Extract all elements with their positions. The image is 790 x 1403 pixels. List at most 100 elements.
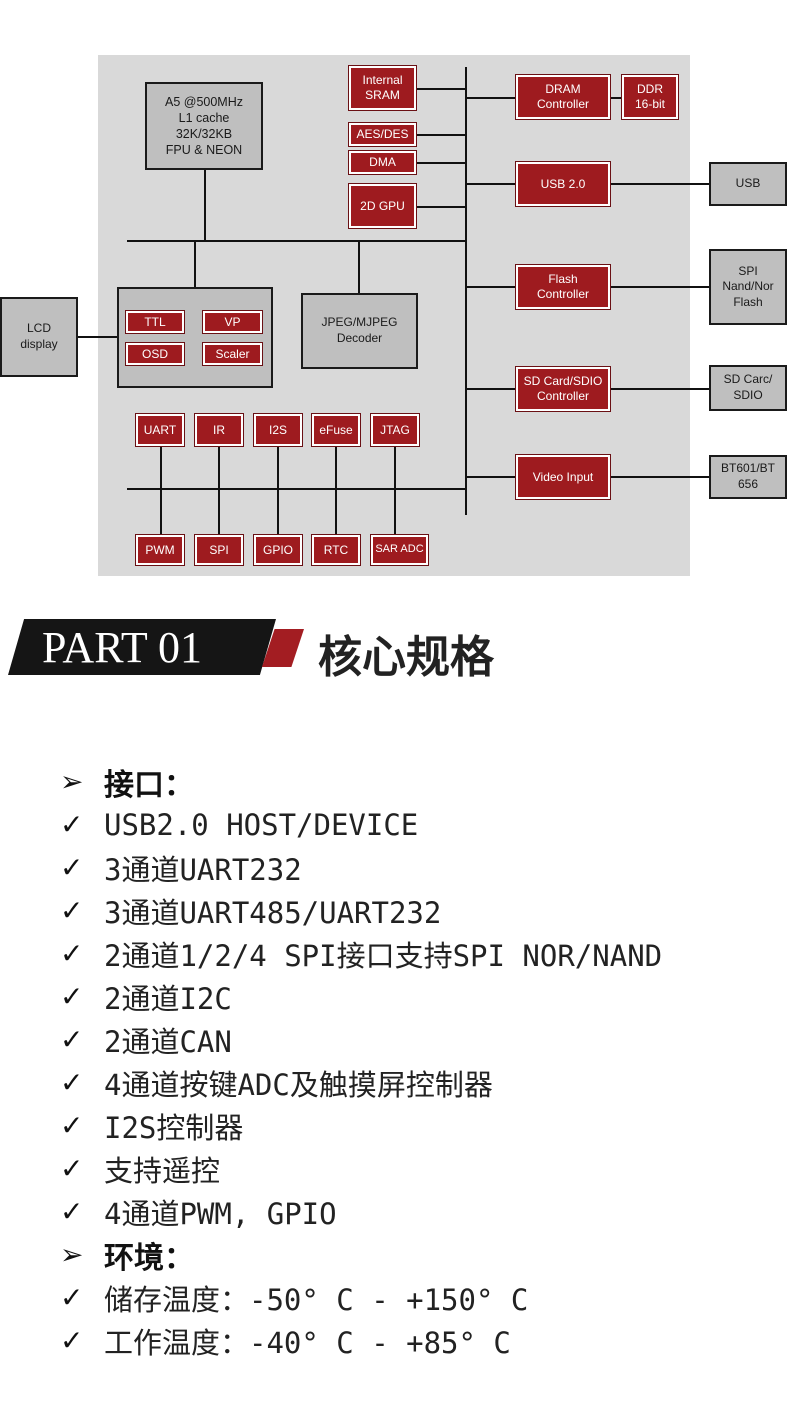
- efuse-label: eFuse: [319, 422, 353, 437]
- lcd-link: [78, 336, 118, 338]
- vp-block: VP: [202, 310, 263, 334]
- gpio-block: GPIO: [253, 534, 303, 566]
- spec-item-text: USB2.0 HOST/DEVICE: [104, 807, 419, 842]
- list-item: ✓2通道1/2/4 SPI接口支持SPI NOR/NAND: [60, 932, 780, 975]
- scaler-block: Scaler: [202, 342, 263, 366]
- checkmark-icon: ✓: [60, 1195, 84, 1228]
- main-horizontal-bus: [127, 240, 467, 242]
- pwm-block: PWM: [135, 534, 185, 566]
- lcd-display-label: LCD: [26, 321, 51, 336]
- environment-heading: 环境：: [104, 1240, 194, 1276]
- gpu-2d-block: 2D GPU: [348, 183, 417, 229]
- jtag-label: JTAG: [380, 422, 410, 437]
- checkmark-icon: ✓: [60, 1066, 84, 1099]
- spec-item-text: 2通道I2C: [104, 981, 232, 1016]
- ir-block: IR: [194, 413, 244, 447]
- sd-external-label: SDIO: [733, 388, 763, 402]
- spi-flash-label: Nand/Nor: [722, 279, 774, 294]
- cpu-line: A5 @500MHz: [165, 94, 243, 109]
- aes-des-label: AES/DES: [356, 127, 409, 141]
- jtag-block: JTAG: [370, 413, 420, 447]
- osd-block: OSD: [125, 342, 185, 366]
- spi-flash-external-block: SPI Nand/Nor Flash: [709, 249, 787, 325]
- uart-block: UART: [135, 413, 185, 447]
- dram-link: [466, 97, 516, 99]
- environment-heading-row: ➢ 环境：: [60, 1233, 780, 1276]
- i2s-label: I2S: [268, 422, 287, 437]
- cpu-line: 32K/32KB: [175, 127, 233, 141]
- list-item: ✓I2S控制器: [60, 1104, 780, 1147]
- efuse-rtc-link: [335, 446, 337, 536]
- heading-arrow-icon: ➢: [60, 765, 84, 798]
- spec-item-text: 储存温度：-50° C - +150° C: [104, 1282, 529, 1317]
- usb-external-label: USB: [735, 176, 761, 191]
- checkmark-icon: ✓: [60, 1324, 84, 1357]
- sd-external-block: SD Carc/ SDIO: [709, 365, 787, 411]
- ddr-label: 16-bit: [634, 97, 666, 111]
- jtag-adc-link: [394, 446, 396, 536]
- i2s-block: I2S: [253, 413, 303, 447]
- checkmark-icon: ✓: [60, 980, 84, 1013]
- checkmark-icon: ✓: [60, 1109, 84, 1142]
- i2s-gpio-link: [277, 446, 279, 536]
- osd-label: OSD: [141, 346, 168, 361]
- video-input-block: Video Input: [515, 454, 611, 500]
- display-link: [194, 241, 196, 287]
- list-item: ✓工作温度：-40° C - +85° C: [60, 1319, 780, 1362]
- display-group-block: [117, 287, 273, 388]
- pwm-label: PWM: [145, 542, 175, 557]
- jpeg-decoder-label: JPEG/MJPEG: [321, 315, 398, 330]
- aes-des-block: AES/DES: [348, 122, 417, 147]
- gpio-label: GPIO: [262, 542, 293, 557]
- ddr-block: DDR 16-bit: [621, 74, 679, 120]
- video-input-label: Video Input: [532, 469, 594, 484]
- dram-controller-label: Controller: [536, 97, 590, 111]
- sd-controller-label: SD Card/SDIO: [523, 374, 603, 388]
- section-banner: PART 01 核心规格: [0, 605, 790, 695]
- list-item: ✓ 储存温度：-50° C - +150° C: [60, 1276, 780, 1319]
- list-item: ✓ 2通道I2C: [60, 975, 780, 1018]
- spec-item-text: 4通道PWM, GPIO: [104, 1196, 337, 1231]
- sd-controller-label: Controller: [536, 389, 590, 403]
- checkmark-icon: ✓: [60, 1152, 84, 1185]
- dma-block: DMA: [348, 150, 417, 175]
- sd-external-label: SD Carc/: [723, 372, 773, 387]
- dma-link: [416, 162, 466, 164]
- checkmark-icon: ✓: [60, 808, 84, 841]
- spec-list: ➢ 接口： ✓USB2.0 HOST/DEVICE ✓3通道UART232 ✓3…: [60, 760, 780, 1362]
- section-title: 核心规格: [318, 632, 494, 683]
- gpu-2d-label: 2D GPU: [360, 198, 405, 213]
- peripheral-bus: [127, 488, 467, 490]
- checkmark-icon: ✓: [60, 937, 84, 970]
- dma-label: DMA: [369, 155, 396, 169]
- interface-heading-row: ➢ 接口：: [60, 760, 780, 803]
- banner-part-label: PART 01: [42, 623, 202, 672]
- usb-external-block: USB: [709, 162, 787, 206]
- flash-controller-block: Flash Controller: [515, 264, 611, 310]
- spec-item-text: 支持遥控: [104, 1153, 221, 1188]
- list-item: ✓ 4通道PWM, GPIO: [60, 1190, 780, 1233]
- spi-label: SPI: [209, 542, 229, 557]
- cpu-link: [204, 170, 206, 241]
- ddr-label: DDR: [637, 82, 663, 96]
- ttl-label: TTL: [144, 314, 166, 329]
- list-item: ✓ 支持遥控: [60, 1147, 780, 1190]
- jpeg-decoder-block: JPEG/MJPEG Decoder: [301, 293, 418, 369]
- bt-external-block: BT601/BT 656: [709, 455, 787, 499]
- uart-label: UART: [143, 422, 177, 437]
- internal-sram-label: SRAM: [365, 88, 400, 102]
- ir-spi-link: [218, 446, 220, 536]
- internal-sram-label: Internal: [362, 73, 403, 87]
- spec-item-text: 2通道CAN: [104, 1024, 232, 1059]
- list-item: ✓3通道UART232: [60, 846, 780, 889]
- banner-part-plate: PART 01: [8, 619, 276, 675]
- spec-item-text: 3通道UART485/UART232: [104, 895, 442, 930]
- checkmark-icon: ✓: [60, 851, 84, 884]
- spec-item-text: 4通道按键ADC及触摸屏控制器: [104, 1067, 493, 1102]
- spi-block: SPI: [194, 534, 244, 566]
- lcd-display-label: display: [20, 337, 58, 351]
- checkmark-icon: ✓: [60, 1281, 84, 1314]
- jpeg-decoder-label: Decoder: [336, 331, 383, 345]
- list-item: ✓3通道UART485/UART232: [60, 889, 780, 932]
- ir-label: IR: [213, 422, 225, 437]
